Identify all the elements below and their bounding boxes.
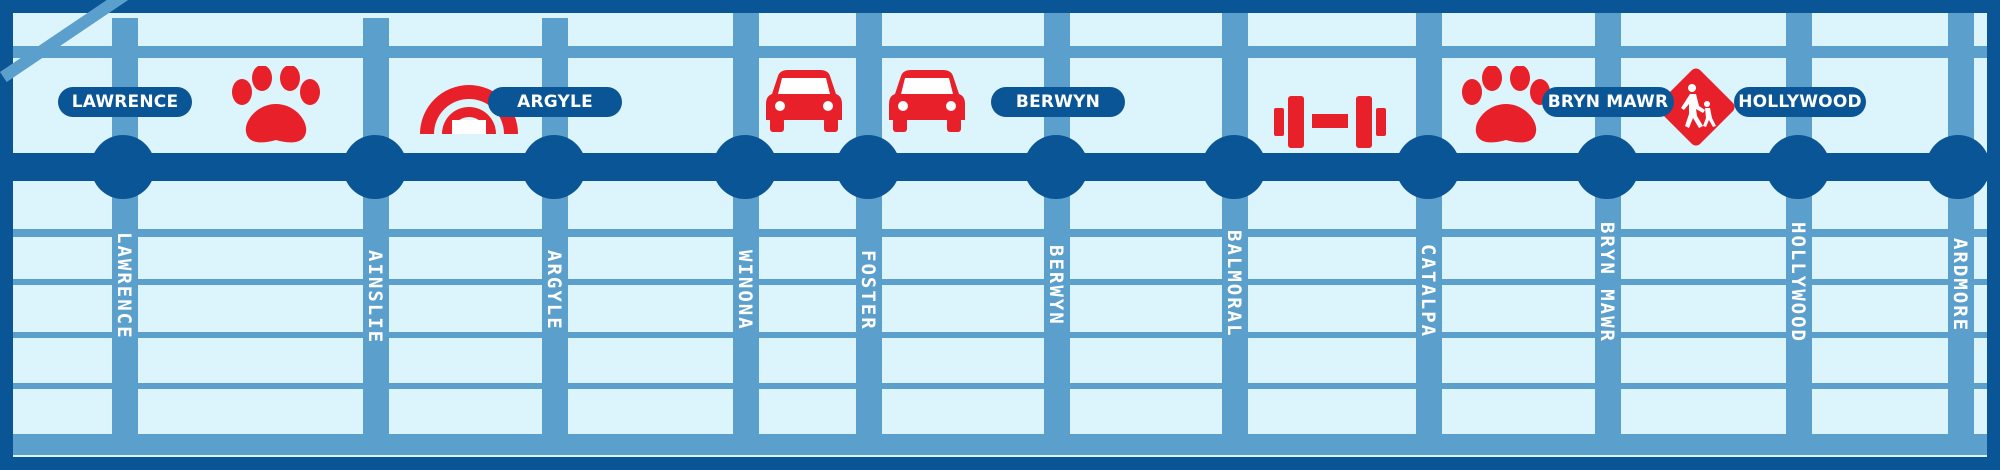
street-hollywood (1786, 13, 1812, 438)
car-icon (889, 70, 965, 132)
station-label-argyle[interactable]: ARGYLE (488, 87, 622, 117)
station-label-hollywood[interactable]: HOLLYWOOD (1734, 87, 1866, 117)
station-marker-balmoral[interactable] (1202, 135, 1266, 199)
street-catalpa (1416, 13, 1442, 438)
dumbbell-icon (1274, 96, 1386, 148)
street-horizontal (13, 434, 1987, 455)
station-marker-foster[interactable] (836, 135, 900, 199)
street-horizontal (13, 332, 1987, 338)
street-horizontal (13, 229, 1987, 237)
street-balmoral (1222, 13, 1248, 438)
street-label-foster: FOSTER (857, 250, 879, 331)
station-label-bryn-mawr[interactable]: BRYN MAWR (1542, 87, 1674, 117)
car-icon (766, 70, 842, 132)
station-marker-argyle[interactable] (522, 135, 586, 199)
station-marker-winona[interactable] (713, 135, 777, 199)
street-winona (733, 13, 759, 438)
street-horizontal (13, 279, 1987, 285)
station-marker-berwyn[interactable] (1024, 135, 1088, 199)
street-label-lawrence: LAWRENCE (113, 232, 135, 340)
street-bryn-mawr (1595, 13, 1621, 438)
station-marker-ainslie[interactable] (343, 135, 407, 199)
street-horizontal (13, 383, 1987, 389)
street-label-bryn-mawr: BRYN MAWR (1596, 222, 1618, 343)
paw-print-icon (232, 66, 320, 143)
station-marker-catalpa[interactable] (1396, 135, 1460, 199)
street-label-hollywood: HOLLYWOOD (1787, 222, 1809, 343)
pedestrian-crossing-icon (1657, 68, 1735, 146)
street-label-balmoral: BALMORAL (1223, 230, 1245, 338)
main-road (13, 153, 1987, 181)
street-label-ardmore: ARDMORE (1949, 238, 1971, 333)
paw-print-icon (1462, 66, 1550, 143)
station-label-berwyn[interactable]: BERWYN (991, 87, 1125, 117)
station-label-lawrence[interactable]: LAWRENCE (58, 87, 192, 117)
street-foster (856, 13, 882, 438)
station-marker-hollywood[interactable] (1766, 135, 1830, 199)
street-label-berwyn: BERWYN (1045, 245, 1067, 326)
station-marker-bryn-mawr[interactable] (1575, 135, 1639, 199)
street-horizontal (13, 46, 1987, 58)
street-label-argyle: ARGYLE (543, 250, 565, 331)
station-marker-ardmore[interactable] (1926, 135, 1990, 199)
street-label-ainslie: AINSLIE (364, 250, 386, 345)
street-argyle (542, 18, 568, 438)
street-ardmore (1948, 13, 1974, 438)
street-label-catalpa: CATALPA (1417, 244, 1439, 339)
street-lawrence (112, 18, 138, 438)
street-label-winona: WINONA (734, 250, 756, 331)
street-berwyn (1044, 13, 1070, 438)
street-ainslie (363, 18, 389, 438)
station-marker-lawrence[interactable] (91, 135, 155, 199)
